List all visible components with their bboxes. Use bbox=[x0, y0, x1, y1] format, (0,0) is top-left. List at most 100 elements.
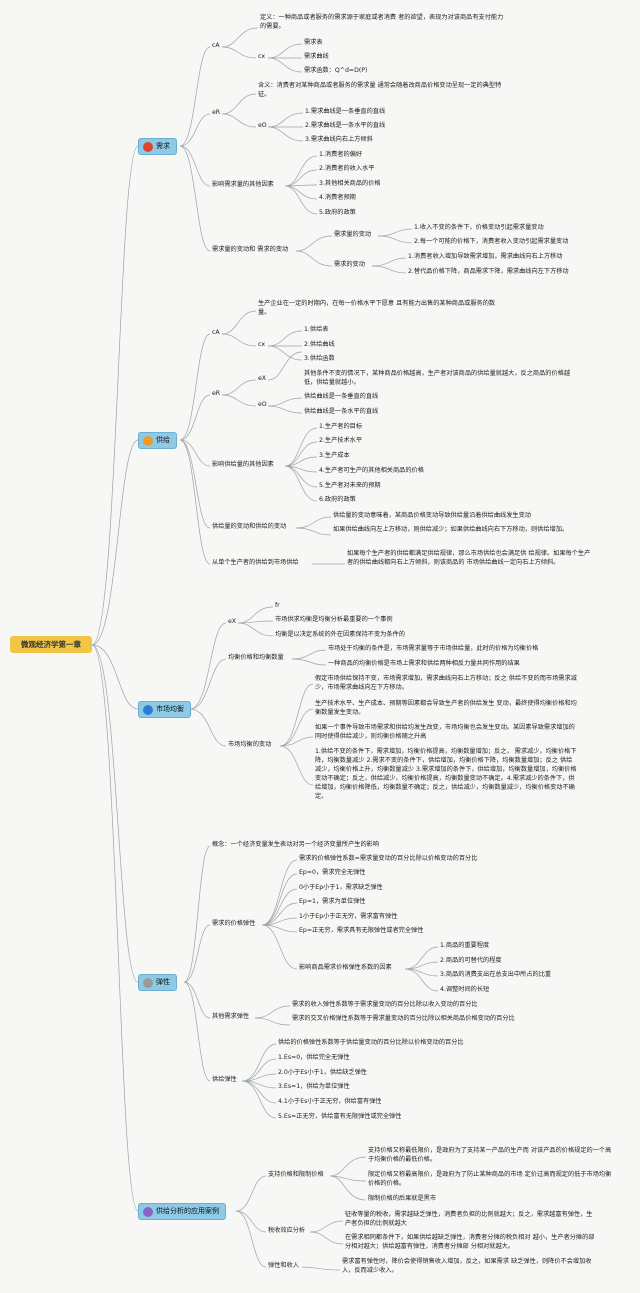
node-text[interactable]: 如果每个生产者的供给都满足供给规律，那么市场供给也会满足供 给规律。如果每个生产… bbox=[347, 550, 591, 566]
node-text[interactable]: 一种商品的均衡价格是市场上需求和供给两种相反力量共同作用的结果 bbox=[328, 660, 520, 667]
node-text[interactable]: 需求的收入弹性系数等于需求量变动的百分比除以收入变动的百分比 bbox=[292, 1001, 478, 1008]
node-text[interactable]: 市场供求均衡是均衡分析最重要的一个事例 bbox=[275, 616, 393, 623]
node-label[interactable]: 市场均衡的变动 bbox=[228, 741, 272, 748]
node-text[interactable]: 1.消费者收入增加导致需求增加，需求曲线向右上方移动 bbox=[408, 253, 563, 260]
node-text[interactable]: 市场处于均衡的条件是，市场需求量等于市场供给量，此时的价格为均衡价格 bbox=[328, 645, 539, 652]
node-label[interactable]: fr bbox=[275, 602, 280, 609]
node-text[interactable]: 1.供给表 bbox=[304, 326, 329, 333]
node-text[interactable]: 需求函数：Q^d=D(P) bbox=[304, 67, 368, 74]
node-label[interactable]: eR bbox=[212, 109, 221, 116]
node-text[interactable]: 生产企业在一定的时期内，在每一价格水平下愿意 且有能力出售的某种商品或服务的数量… bbox=[258, 300, 496, 316]
node-text[interactable]: 1.Es=0，供给完全无弹性 bbox=[278, 1054, 350, 1061]
node-label[interactable]: cA bbox=[212, 42, 220, 49]
node-text[interactable]: 4.1小于Es小于正无穷，供给富有弹性 bbox=[278, 1098, 382, 1105]
node-label[interactable]: cA bbox=[212, 329, 220, 336]
node-label[interactable]: 影响商品需求价格弹性系数的因素 bbox=[299, 964, 392, 971]
node-text[interactable]: 如果一个事件导致市场需求和供给均发生改变，市场均衡也会发生变动。某因素导致需求增… bbox=[315, 724, 575, 740]
node-label[interactable]: 供给量的变动和供给的变动 bbox=[212, 523, 287, 530]
node-label[interactable]: eR bbox=[212, 390, 221, 397]
node-text[interactable]: 供给量的变动意味着，某商品价格变动导致供给量沿着供给曲线发生变动 bbox=[333, 512, 531, 519]
priority-icon bbox=[143, 977, 153, 988]
node-text[interactable]: 1.需求曲线是一条垂直的直线 bbox=[305, 108, 386, 115]
node-text[interactable]: Ep=0，需求完全无弹性 bbox=[299, 869, 366, 876]
node-label[interactable]: 支持价格和限制价格 bbox=[268, 1171, 324, 1178]
section-equilibrium[interactable]: 市场均衡 bbox=[138, 701, 191, 718]
node-text[interactable]: 3.需求曲线向右上方倾斜 bbox=[305, 136, 373, 143]
node-label[interactable]: 供给弹性 bbox=[212, 1076, 237, 1083]
root-node[interactable]: 微观经济学第一章 bbox=[10, 636, 92, 653]
node-text[interactable]: 2.消费者的收入水平 bbox=[319, 165, 375, 172]
node-label[interactable]: 需求量的变动 bbox=[334, 231, 372, 238]
node-label[interactable]: 影响供给量的其他因素 bbox=[212, 461, 274, 468]
node-text[interactable]: 含义：消费者对某种商品或者服务的需求量 通常会随着改商品价格变动呈现一定的典型特… bbox=[258, 82, 502, 98]
node-text[interactable]: 需求的价格弹性系数=需求量变动的百分比除以价格变动的百分比 bbox=[299, 855, 478, 862]
node-text[interactable]: 1.收入不变的条件下，价格变动引起需求量变动 bbox=[414, 224, 544, 231]
node-text[interactable]: 生产技术水平、生产成本、预期等因素都会导致生产者的供给发生 变动，最终使得均衡价… bbox=[315, 700, 577, 716]
node-text[interactable]: 需求曲线 bbox=[304, 53, 329, 60]
node-text[interactable]: 2.需求曲线是一条水平的直线 bbox=[305, 122, 386, 129]
node-text[interactable]: 3.Es=1，供给为单位弹性 bbox=[278, 1083, 350, 1090]
node-label[interactable]: 税收效应分析 bbox=[268, 1227, 306, 1234]
node-label[interactable]: 影响需求量的其他因素 bbox=[212, 181, 274, 188]
node-label[interactable]: 其他需求弹性 bbox=[212, 1013, 250, 1020]
node-label[interactable]: 需求的变动 bbox=[334, 261, 365, 268]
node-text[interactable]: 供给曲线是一条水平的直线 bbox=[304, 408, 379, 415]
node-text[interactable]: 1.消费者的偏好 bbox=[319, 151, 363, 158]
node-text[interactable]: 支持价格又称最低限价，是政府为了支持某一产品的生产而 对该产品的价格规定的一个高… bbox=[368, 1147, 612, 1163]
node-label[interactable]: 弹性和收入 bbox=[268, 1262, 299, 1269]
node-text[interactable]: 需求富有弹性时，降价会使得销售收入增加，反之，如果需求 缺乏弹性，则降价不会增加… bbox=[342, 1258, 592, 1274]
node-text[interactable]: 如果供给曲线向左上方移动，则供给减少；如果供给曲线向右下方移动，则供给增加。 bbox=[333, 526, 569, 533]
node-label[interactable]: cx bbox=[258, 341, 266, 348]
node-text[interactable]: 2.商品的可替代的程度 bbox=[440, 957, 502, 964]
node-text[interactable]: 1.生产者的目标 bbox=[319, 423, 363, 430]
node-text[interactable]: 1.商品的重要程度 bbox=[440, 942, 490, 949]
node-label[interactable]: cx bbox=[258, 53, 266, 60]
node-text[interactable]: 3.生产成本 bbox=[319, 452, 350, 459]
node-text[interactable]: 0小于Ep小于1，需求缺乏弹性 bbox=[299, 884, 383, 891]
node-text[interactable]: 4.生产者可生产的其他相关商品的价格 bbox=[319, 467, 424, 474]
node-text[interactable]: 2.替代品价格下降，商品需求下降，需求曲线向左下方移动 bbox=[408, 268, 569, 275]
node-text[interactable]: 3.供给函数 bbox=[304, 355, 335, 362]
node-label[interactable]: eO bbox=[258, 401, 267, 408]
node-text[interactable]: 征收等量的税收，需求越缺乏弹性，消费者负担的比例就越大；反之，需求越富有弹性，生… bbox=[345, 1211, 593, 1227]
node-text[interactable]: 3.其他相关商品的价格 bbox=[319, 180, 381, 187]
node-text[interactable]: 定义：一种商品或者服务的需求源于家庭或者消费 者的欲望，表现为对该商品有支付能力… bbox=[260, 14, 504, 30]
section-elasticity[interactable]: 弹性 bbox=[138, 974, 177, 991]
node-text[interactable]: 2.供给曲线 bbox=[304, 341, 335, 348]
node-text[interactable]: 在需求相同都条件下，如果供给越缺乏弹性，消费者分摊的税负相对 越小，生产者分摊的… bbox=[345, 1234, 595, 1250]
node-text[interactable]: 假定市场供给保持不变，市场需求增加，需求曲线向右上方移动；反之 供给不变的而市场… bbox=[315, 675, 577, 691]
section-application[interactable]: 供给分析的应用案例 bbox=[138, 1203, 226, 1220]
node-text[interactable]: 5.政府的政策 bbox=[319, 209, 356, 216]
node-label[interactable]: 需求的价格弹性 bbox=[212, 920, 256, 927]
node-text[interactable]: 1小于Ep小于正无穷，需求富有弹性 bbox=[299, 913, 398, 920]
node-text[interactable]: 5.生产者对未来的预期 bbox=[319, 482, 381, 489]
node-text[interactable]: Ep=正无穷，需求具有无限弹性或者完全弹性 bbox=[299, 927, 424, 934]
node-text[interactable]: 1.供给不变的条件下，需求增加，均衡价格提高，均衡数量增加；反之， 需求减少，均… bbox=[315, 748, 577, 800]
node-text[interactable]: 需求表 bbox=[304, 39, 323, 46]
node-text[interactable]: 供给曲线是一条垂直的直线 bbox=[304, 393, 379, 400]
node-text[interactable]: 概念：一个经济变量发生表动对另一个经济变量所产生的影响 bbox=[212, 841, 380, 848]
node-label[interactable]: eO bbox=[258, 122, 267, 129]
node-label[interactable]: eX bbox=[258, 375, 267, 382]
node-text[interactable]: 2.生产技术水平 bbox=[319, 437, 363, 444]
node-text[interactable]: Ep=1，需求为单位弹性 bbox=[299, 898, 366, 905]
node-text[interactable]: 供给的价格弹性系数等于供给量变动的百分比除以价格变动的百分比 bbox=[278, 1039, 464, 1046]
node-text[interactable]: 5.Es=正无穷，供给富有无限弹性或完全弹性 bbox=[278, 1113, 402, 1120]
node-text[interactable]: 2.0小于Es小于1，供给缺乏弹性 bbox=[278, 1069, 367, 1076]
node-text[interactable]: 2.每一个可能的价格下，消费者收入变动引起需求量变动 bbox=[414, 238, 569, 245]
node-text[interactable]: 其他条件不变的情况下，某种商品价格越高，生产者对该商品的供给量就越大，反之商品的… bbox=[304, 370, 571, 386]
node-text[interactable]: 6.政府的政策 bbox=[319, 496, 356, 503]
section-supply[interactable]: 供给 bbox=[138, 432, 177, 449]
node-text[interactable]: 限定价格又称最高限价，是政府为了防止某种商品的市场 定价过高而规定的低于市场均衡… bbox=[368, 1171, 612, 1187]
node-text[interactable]: 均衡是以决定系统的外在因素保持不变为条件的 bbox=[275, 631, 405, 638]
node-label[interactable]: 从单个生产者的供给到市场供给 bbox=[212, 559, 299, 566]
node-label[interactable]: 均衡价格和均衡数量 bbox=[228, 654, 284, 661]
node-text[interactable]: 需求的交叉价格弹性系数等于需求量变动的百分比除以相关商品价格变动的百分比 bbox=[292, 1015, 515, 1022]
section-demand[interactable]: 需求 bbox=[138, 138, 177, 155]
node-label[interactable]: eX bbox=[228, 618, 237, 625]
node-text[interactable]: 限制价格的后果就是黑市 bbox=[368, 1195, 437, 1202]
node-text[interactable]: 3.商品的消费支出在总支出中所占的比重 bbox=[440, 971, 552, 978]
node-text[interactable]: 4.消费者预期 bbox=[319, 194, 356, 201]
node-label[interactable]: 需求量的变动和 需求的变动 bbox=[212, 246, 289, 253]
node-text[interactable]: 4.调整时间的长短 bbox=[440, 986, 490, 993]
